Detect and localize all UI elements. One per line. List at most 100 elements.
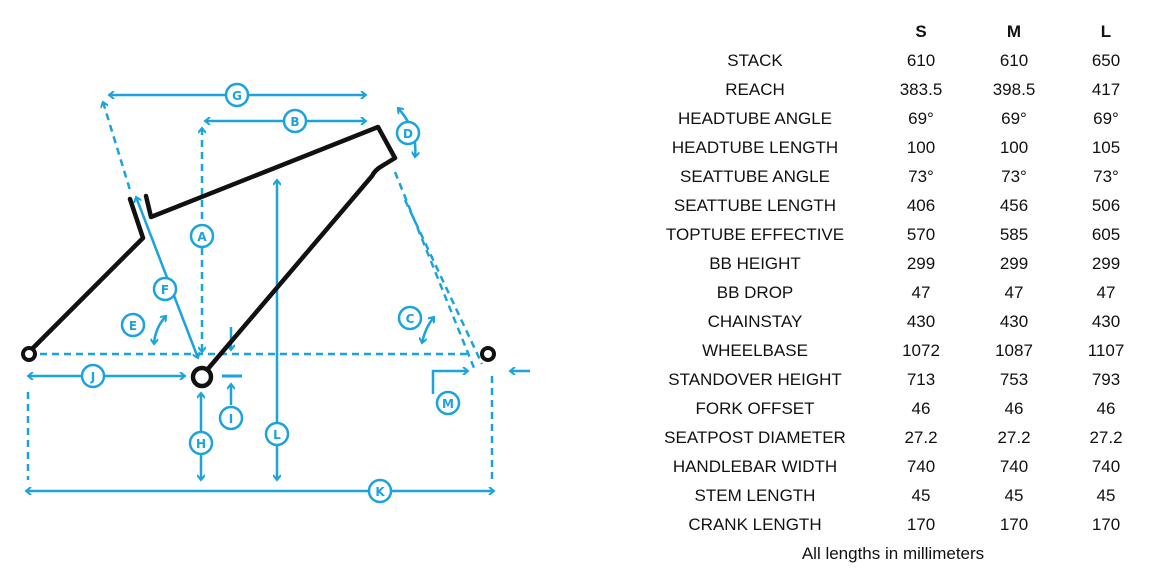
row-value: 456 bbox=[999, 196, 1029, 215]
row-label: FORK OFFSET bbox=[695, 399, 815, 418]
row-value: 610 bbox=[999, 51, 1029, 70]
row-value: 713 bbox=[906, 370, 936, 389]
row-label: SEATPOST DIAMETER bbox=[664, 428, 846, 447]
row-value: 1087 bbox=[995, 341, 1033, 360]
row-value: 740 bbox=[999, 457, 1029, 476]
label-h: H bbox=[188, 430, 214, 456]
row-value: 650 bbox=[1091, 51, 1121, 70]
label-j: J bbox=[80, 363, 106, 389]
label-letter: L bbox=[273, 428, 281, 442]
label-letter: F bbox=[161, 283, 169, 297]
row-value: 47 bbox=[911, 283, 931, 302]
label-letter: J bbox=[90, 370, 95, 384]
row-value: 45 bbox=[1004, 486, 1024, 505]
row-value: 398.5 bbox=[992, 80, 1036, 99]
row-value: 430 bbox=[999, 312, 1029, 331]
row-value: 45 bbox=[1096, 486, 1116, 505]
row-value: 170 bbox=[906, 515, 936, 534]
row-label: WHEELBASE bbox=[702, 341, 808, 360]
label-letter: B bbox=[290, 115, 299, 129]
row-label: SEATTUBE LENGTH bbox=[673, 196, 837, 215]
row-value: 406 bbox=[906, 196, 936, 215]
row-label: HEADTUBE LENGTH bbox=[671, 138, 839, 157]
row-value: 45 bbox=[911, 486, 931, 505]
row-value: 299 bbox=[906, 254, 936, 273]
row-value: 73° bbox=[1001, 167, 1027, 186]
label-f: F bbox=[152, 276, 178, 302]
row-value: 47 bbox=[1004, 283, 1024, 302]
label-circle bbox=[188, 430, 214, 456]
frame-toptube-headtube-downtube bbox=[143, 124, 398, 373]
label-letter: M bbox=[442, 397, 454, 411]
row-label: HEADTUBE ANGLE bbox=[678, 109, 832, 128]
label-g: G bbox=[224, 82, 250, 108]
row-value: 46 bbox=[1096, 399, 1116, 418]
label-c: C bbox=[397, 305, 423, 331]
bottom-bracket bbox=[190, 365, 214, 389]
row-value: 793 bbox=[1091, 370, 1121, 389]
row-label: BB DROP bbox=[716, 283, 794, 302]
fork-line-2 bbox=[403, 199, 484, 365]
label-circle bbox=[152, 276, 178, 302]
size-header-m: M bbox=[1006, 22, 1022, 41]
row-value: 170 bbox=[999, 515, 1029, 534]
row-value: 753 bbox=[999, 370, 1029, 389]
row-label: BB HEIGHT bbox=[709, 254, 801, 273]
front-axle bbox=[480, 346, 496, 362]
label-letter: I bbox=[229, 412, 233, 426]
arc-e bbox=[154, 316, 166, 344]
label-l: L bbox=[264, 421, 290, 447]
label-letter: D bbox=[403, 127, 413, 141]
label-circle bbox=[282, 108, 308, 134]
row-value: 100 bbox=[906, 138, 936, 157]
row-label: HANDLEBAR WIDTH bbox=[672, 457, 838, 476]
row-value: 46 bbox=[911, 399, 931, 418]
label-m: M bbox=[435, 390, 461, 416]
row-value: 1107 bbox=[1087, 341, 1125, 360]
row-value: 299 bbox=[999, 254, 1029, 273]
row-label: CRANK LENGTH bbox=[688, 515, 822, 534]
row-value: 27.2 bbox=[997, 428, 1031, 447]
label-letter: K bbox=[375, 485, 385, 499]
label-circle bbox=[435, 390, 461, 416]
row-value: 105 bbox=[1091, 138, 1121, 157]
arc-c bbox=[422, 317, 434, 343]
size-header-s: S bbox=[915, 22, 927, 41]
label-circle bbox=[367, 478, 393, 504]
row-value: 506 bbox=[1091, 196, 1121, 215]
row-value: 100 bbox=[999, 138, 1029, 157]
row-value: 605 bbox=[1091, 225, 1121, 244]
label-letter: A bbox=[197, 230, 207, 244]
row-value: 1072 bbox=[902, 341, 940, 360]
row-value: 299 bbox=[1091, 254, 1121, 273]
row-value: 430 bbox=[1091, 312, 1121, 331]
rear-axle bbox=[21, 346, 37, 362]
label-circle bbox=[397, 305, 423, 331]
size-header-l: L bbox=[1100, 22, 1112, 41]
row-label: REACH bbox=[725, 80, 785, 99]
frame-seatstay-seattube bbox=[28, 196, 146, 353]
arrow-m bbox=[431, 371, 468, 394]
bike-geometry-diagram: A B C D E F G H I J K L M bbox=[21, 82, 530, 504]
row-label: STANDOVER HEIGHT bbox=[668, 370, 842, 389]
row-value: 73° bbox=[1093, 167, 1119, 186]
row-value: 417 bbox=[1091, 80, 1121, 99]
row-value: 610 bbox=[906, 51, 936, 70]
row-label: SEATTUBE ANGLE bbox=[680, 167, 830, 186]
row-value: 740 bbox=[1091, 457, 1121, 476]
label-circle bbox=[264, 421, 290, 447]
row-label: STEM LENGTH bbox=[694, 486, 816, 505]
label-e: E bbox=[120, 312, 146, 338]
label-b: B bbox=[282, 108, 308, 134]
label-letter: H bbox=[196, 437, 206, 451]
row-value: 69° bbox=[908, 109, 934, 128]
row-value: 46 bbox=[1004, 399, 1024, 418]
row-label: TOPTUBE EFFECTIVE bbox=[665, 225, 845, 244]
label-letter: E bbox=[129, 319, 137, 333]
row-value: 73° bbox=[908, 167, 934, 186]
row-value: 47 bbox=[1096, 283, 1116, 302]
row-value: 430 bbox=[906, 312, 936, 331]
row-value: 740 bbox=[906, 457, 936, 476]
label-k: K bbox=[367, 478, 393, 504]
label-circle bbox=[80, 363, 106, 389]
